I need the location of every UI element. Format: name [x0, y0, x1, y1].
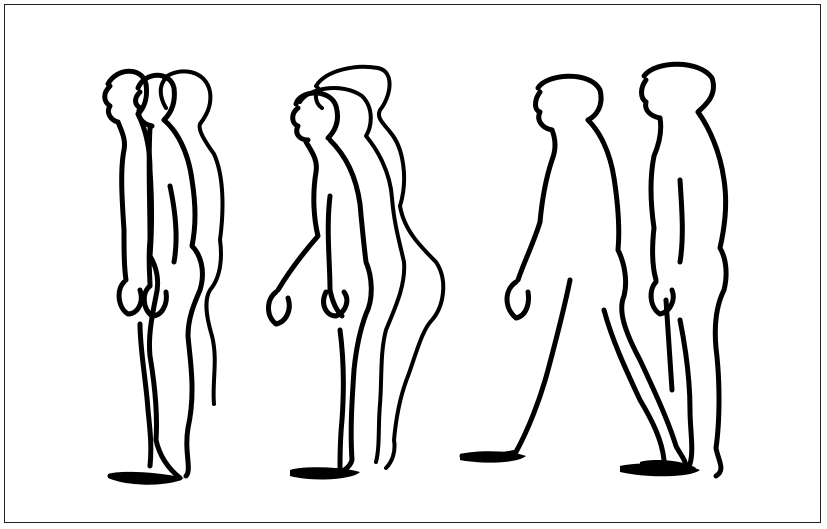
standing-figure-front: [105, 71, 184, 483]
panel-walking-posture: [460, 64, 726, 476]
flexed-figure-front: [269, 93, 372, 479]
panel-standing-posture: [105, 71, 223, 483]
panel-flexed-posture: [269, 67, 444, 480]
walking-figure-rear: [620, 64, 726, 476]
